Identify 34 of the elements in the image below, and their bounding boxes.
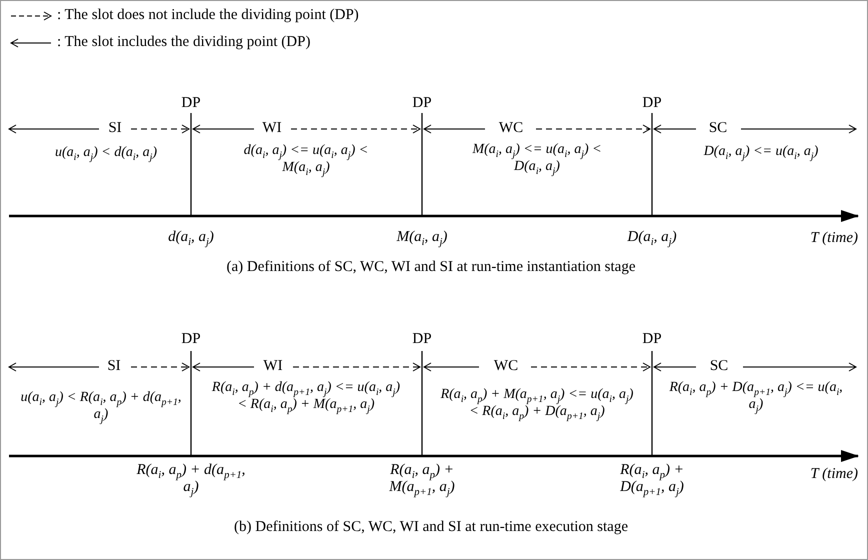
condition-text: M(a$_{i}$, a$_{j}$) <= u(a$_{i}$, a$_{j}$) < D(a$_{i}$, a$_{j}$) xyxy=(471,141,603,175)
tick-label: M(a$_{i}$, a$_{j}$) xyxy=(396,229,448,246)
dividing-point-label: DP xyxy=(181,331,201,348)
tick-label: R(a$_{i}$, a$_{p}$) + M(a$_{p+1}$, a$_{j}$) xyxy=(388,462,456,496)
dividing-point-label: DP xyxy=(412,95,432,112)
legend-text: : The slot does not include the dividing point (DP) xyxy=(57,7,359,24)
tick-label: d(a$_{i}$, a$_{j}$) xyxy=(168,229,214,246)
axis-label: T (time) xyxy=(810,466,858,483)
slot-label: SI xyxy=(107,358,121,375)
condition-text: u(a$_{i}$, a$_{j}$) < d(a$_{i}$, a$_{j}$) xyxy=(54,144,158,161)
dividing-point-label: DP xyxy=(412,331,432,348)
tick-label: R(a$_{i}$, a$_{p}$) + D(a$_{p+1}$, a$_{j}$) xyxy=(619,462,685,496)
axis-label: T (time) xyxy=(810,230,858,247)
tick-label: R(a$_{i}$, a$_{p}$) + d(a$_{p+1}$, a$_{j}$) xyxy=(136,462,246,496)
dividing-point-label: DP xyxy=(642,95,662,112)
dividing-point-label: DP xyxy=(181,95,201,112)
slot-label: WC xyxy=(498,120,524,137)
caption: (a) Definitions of SC, WC, WI and SI at run-time instantiation stage xyxy=(226,259,636,276)
condition-text: R(a$_{i}$, a$_{p}$) + D(a$_{p+1}$, a$_{j}$) <= u(a$_{i}$, a$_{j}$) xyxy=(668,379,844,413)
tick-label: D(a$_{i}$, a$_{j}$) xyxy=(627,229,677,246)
slot-label: WC xyxy=(494,358,518,375)
dividing-point-label: DP xyxy=(642,331,662,348)
caption: (b) Definitions of SC, WC, WI and SI at run-time execution stage xyxy=(234,519,628,536)
condition-text: R(a$_{i}$, a$_{p}$) + d(a$_{p+1}$, a$_{j}$) <= u(a$_{i}$, a$_{j}$) < R(a$_{i}$, a$_{p}$) + M(a$_{p+1}$, a$_{j}$) xyxy=(211,379,401,413)
slot-label: SI xyxy=(108,120,122,137)
condition-text: d(a$_{i}$, a$_{j}$) <= u(a$_{i}$, a$_{j}$) < M(a$_{i}$, a$_{j}$) xyxy=(242,142,370,176)
condition-text: R(a$_{i}$, a$_{p}$) + M(a$_{p+1}$, a$_{j}$) <= u(a$_{i}$, a$_{j}$) < R(a$_{i}$, a$_{p}$) + D(a$_{p+1}$, a$_{j}$) xyxy=(440,386,634,420)
condition-text: D(a$_{i}$, a$_{j}$) <= u(a$_{i}$, a$_{j}$) xyxy=(702,143,820,160)
slot-label: WI xyxy=(262,120,282,137)
condition-text: u(a$_{i}$, a$_{j}$) < R(a$_{i}$, a$_{p}$) + d(a$_{p+1}$, a$_{j}$) xyxy=(20,389,182,423)
legend-text: : The slot includes the dividing point (DP) xyxy=(57,34,310,51)
slot-label: SC xyxy=(708,120,728,137)
slot-label: SC xyxy=(710,358,728,375)
slot-label: WI xyxy=(263,358,283,375)
